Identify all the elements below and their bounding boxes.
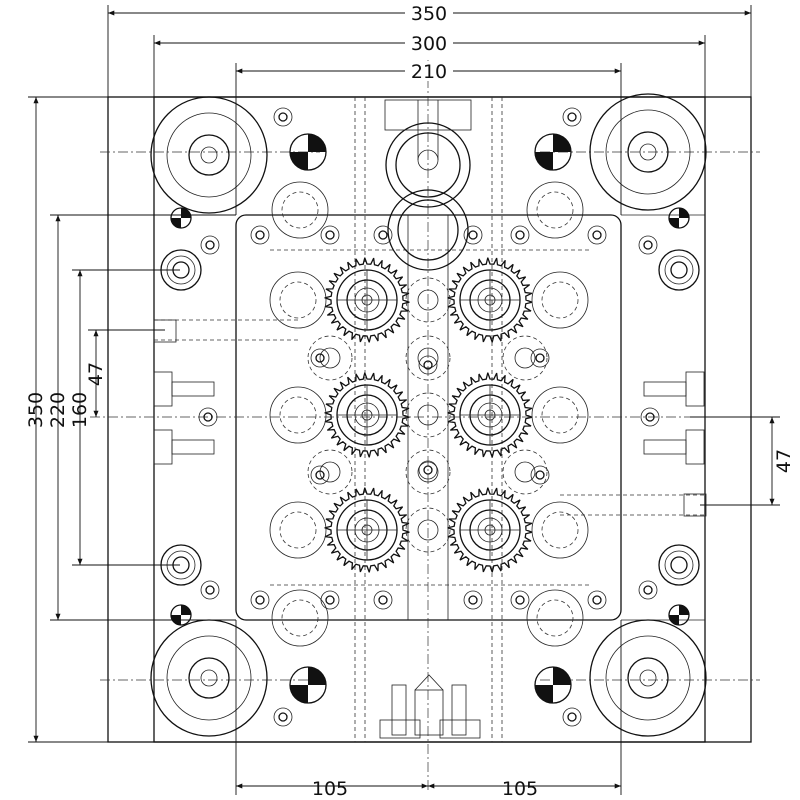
dim-top-300: 300 [411, 33, 447, 55]
gear-cavities [269, 181, 589, 647]
guide-bushings [160, 249, 700, 586]
runner-gear-9 [502, 449, 548, 495]
guide-bushing-4 [658, 544, 700, 586]
fastener-hole-14 [640, 407, 660, 427]
runner-gear-2 [405, 335, 451, 381]
runner-gear-6 [307, 335, 353, 381]
ejector-ring-5 [531, 386, 589, 444]
fastener-hole-20 [463, 225, 483, 245]
ejector-ring-7 [271, 181, 329, 239]
fastener-hole-16 [510, 225, 530, 245]
fastener-hole-28 [530, 465, 550, 485]
datum-mark-8 [668, 604, 690, 626]
corner-leader-pins [150, 93, 707, 737]
fastener-hole-8 [562, 707, 582, 727]
ejector-ring-1 [269, 271, 327, 329]
datum-mark-5 [170, 207, 192, 229]
dim-bottom-105-left: 105 [312, 778, 348, 800]
datum-mark-2 [534, 133, 572, 171]
fastener-hole-11 [200, 580, 220, 600]
datum-marks [170, 133, 690, 704]
dimension-labels: 350 300 210 350 220 160 47 47 105 105 [25, 3, 795, 800]
fastener-hole-26 [530, 348, 550, 368]
gear-cavity-5 [324, 487, 410, 573]
runner-gear-8 [307, 449, 353, 495]
ejector-ring-6 [531, 501, 589, 559]
dim-left-350: 350 [25, 392, 47, 428]
fastener-hole-21 [373, 590, 393, 610]
dim-left-47: 47 [85, 362, 107, 386]
leader-pin-3 [150, 619, 268, 737]
fastener-hole-13 [198, 407, 218, 427]
runner-gear-5 [405, 507, 451, 553]
dim-right-47: 47 [773, 449, 795, 473]
fastener-hole-18 [510, 590, 530, 610]
middle-plate [153, 96, 706, 743]
runner-gear-7 [502, 335, 548, 381]
fastener-hole-9 [200, 235, 220, 255]
cavity-insert [235, 214, 622, 621]
fastener-hole-7 [273, 707, 293, 727]
dim-top-210: 210 [411, 61, 447, 83]
fastener-hole-6 [562, 107, 582, 127]
dim-left-160: 160 [69, 392, 91, 428]
ejector-ring-2 [269, 386, 327, 444]
dim-left-220: 220 [47, 392, 69, 428]
leader-pin-1 [150, 96, 268, 214]
fastener-hole-22 [463, 590, 483, 610]
fastener-holes [198, 107, 660, 727]
fastener-hole-27 [310, 465, 330, 485]
datum-mark-1 [289, 133, 327, 171]
datum-mark-3 [289, 666, 327, 704]
fastener-hole-3 [250, 590, 270, 610]
fastener-hole-12 [638, 580, 658, 600]
top-sprue-gear [384, 99, 472, 271]
fastener-hole-19 [373, 225, 393, 245]
gear-cavity-4 [447, 372, 533, 458]
gear-cavity-3 [324, 372, 410, 458]
ejector-ring-9 [271, 589, 329, 647]
fastener-hole-17 [320, 590, 340, 610]
gear-cavity-1 [324, 257, 410, 343]
gear-cavity-6 [447, 487, 533, 573]
ejector-ring-4 [531, 271, 589, 329]
fastener-hole-10 [638, 235, 658, 255]
dim-top-350: 350 [411, 3, 447, 25]
fastener-hole-23 [418, 355, 438, 375]
dim-bottom-105-right: 105 [502, 778, 538, 800]
fastener-hole-24 [418, 460, 438, 480]
gear-cavity-2 [447, 257, 533, 343]
leader-pin-2 [589, 93, 707, 211]
runner-gear-3 [405, 392, 451, 438]
leader-pin-4 [589, 619, 707, 737]
fastener-hole-15 [320, 225, 340, 245]
datum-mark-7 [170, 604, 192, 626]
datum-mark-6 [668, 207, 690, 229]
ejector-ring-8 [526, 181, 584, 239]
datum-mark-4 [534, 666, 572, 704]
fastener-hole-1 [250, 225, 270, 245]
runner-gear-4 [405, 449, 451, 495]
guide-bushing-2 [658, 249, 700, 291]
side-fittings [153, 319, 707, 517]
ejector-ring-3 [269, 501, 327, 559]
fastener-hole-5 [273, 107, 293, 127]
ejector-ring-10 [526, 589, 584, 647]
fastener-hole-25 [310, 348, 330, 368]
fastener-hole-2 [587, 225, 607, 245]
fastener-hole-4 [587, 590, 607, 610]
bottom-ejector-posts [379, 674, 481, 739]
runner-gear-1 [405, 277, 451, 323]
